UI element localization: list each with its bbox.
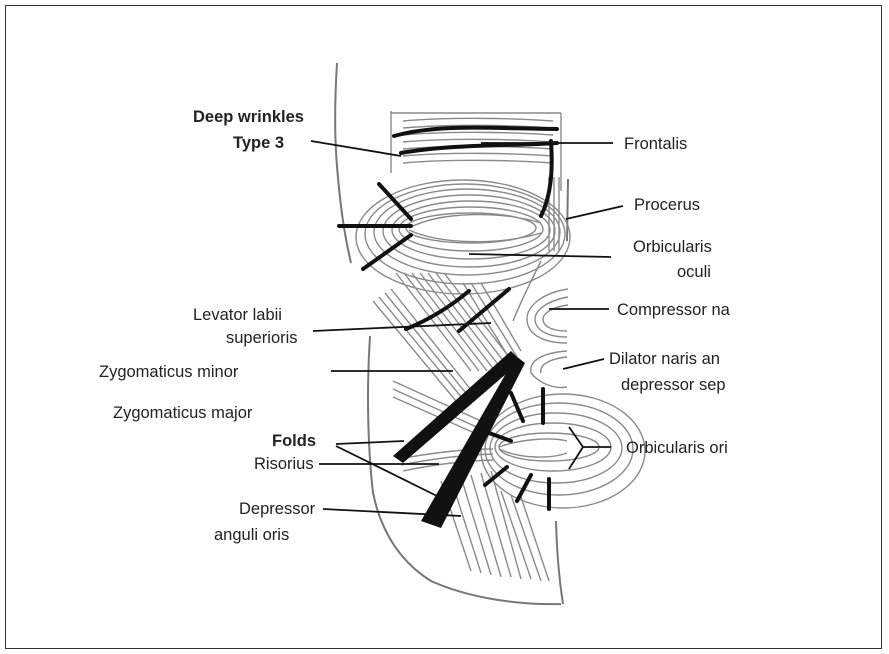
leader-procerus <box>566 206 623 219</box>
label-deep-wrinkles: Deep wrinkles <box>193 108 304 126</box>
face-muscle-diagram: Deep wrinkles Type 3 Frontalis Procerus … <box>6 6 882 649</box>
leader-folds-2 <box>336 446 441 498</box>
orbicularis-oculi-muscle <box>356 180 570 294</box>
leader-dilator <box>563 359 604 369</box>
bracket-orbicularis-oris <box>569 427 611 469</box>
label-depressor-line1: Depressor <box>239 500 316 518</box>
leader-orbicularis-oculi <box>469 254 611 257</box>
label-procerus: Procerus <box>634 196 700 214</box>
leader-folds-1 <box>336 441 404 444</box>
label-dilator-line1: Dilator naris an <box>609 350 720 368</box>
orbicularis-oris-muscle <box>481 394 645 508</box>
label-levator-line2: superioris <box>226 329 298 347</box>
label-dilator-line2: depressor sep <box>621 376 726 394</box>
label-depressor-line2: anguli oris <box>214 526 289 544</box>
leader-type3 <box>311 141 401 156</box>
label-orbicularis-oculi-line2: oculi <box>677 263 711 281</box>
label-orbicularis-oculi-line1: Orbicularis <box>633 238 712 256</box>
label-type3: Type 3 <box>233 134 284 152</box>
label-zygomaticus-minor: Zygomaticus minor <box>99 363 239 381</box>
label-orbicularis-oris: Orbicularis ori <box>626 439 728 457</box>
label-levator-line1: Levator labii <box>193 306 282 324</box>
label-compressor: Compressor na <box>617 301 731 319</box>
label-zygomaticus-major: Zygomaticus major <box>113 404 253 422</box>
label-risorius: Risorius <box>254 455 314 473</box>
label-frontalis: Frontalis <box>624 135 687 153</box>
label-folds: Folds <box>272 432 316 450</box>
figure-frame: Deep wrinkles Type 3 Frontalis Procerus … <box>5 5 882 649</box>
